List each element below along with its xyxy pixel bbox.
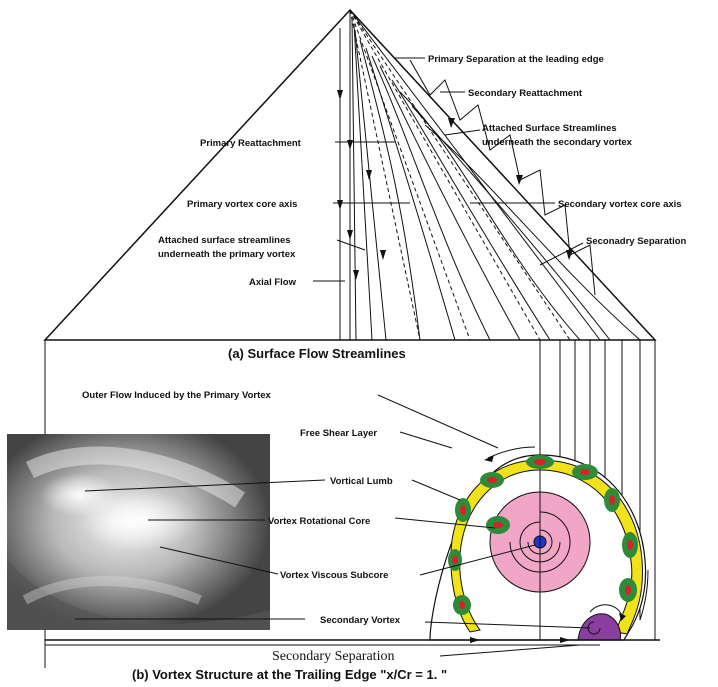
caption-a: (a) Surface Flow Streamlines — [228, 346, 406, 361]
caption-b: (b) Vortex Structure at the Trailing Edg… — [132, 667, 447, 682]
label-secondary-reattachment: Secondary Reattachment — [468, 88, 583, 99]
label-secondary-core-axis: Secondary vortex core axis — [558, 199, 682, 210]
label-secondary-vortex: Secondary Vortex — [320, 615, 401, 626]
label-viscous-subcore: Vortex Viscous Subcore — [280, 570, 388, 581]
label-attached-primary-1: Attached surface streamlines — [158, 235, 291, 246]
label-primary-reattachment: Primary Reattachment — [200, 138, 302, 149]
label-vortical-lumb: Vortical Lumb — [330, 476, 393, 487]
label-primary-separation: Primary Separation at the leading edge — [428, 54, 604, 65]
label-primary-core-axis: Primary vortex core axis — [187, 199, 297, 210]
vortex-flow-visualization-photo — [7, 434, 270, 630]
label-rotational-core: Vortex Rotational Core — [268, 516, 370, 527]
label-axial-flow: Axial Flow — [249, 277, 297, 288]
label-attached-secondary-1: Attached Surface Streamlines — [482, 123, 617, 134]
label-attached-primary-2: underneath the primary vortex — [158, 249, 296, 260]
label-outer-flow: Outer Flow Induced by the Primary Vortex — [82, 390, 272, 401]
label-free-shear: Free Shear Layer — [300, 428, 377, 439]
attached-surface-streamlines — [360, 40, 640, 340]
vortex-cross-section — [430, 447, 648, 640]
label-attached-secondary-2: underneath the secondary vortex — [482, 137, 633, 148]
label-secondary-separation-top: Seconadry Separation — [586, 236, 687, 247]
label-secondary-separation-bottom: Secondary Separation — [272, 649, 394, 664]
